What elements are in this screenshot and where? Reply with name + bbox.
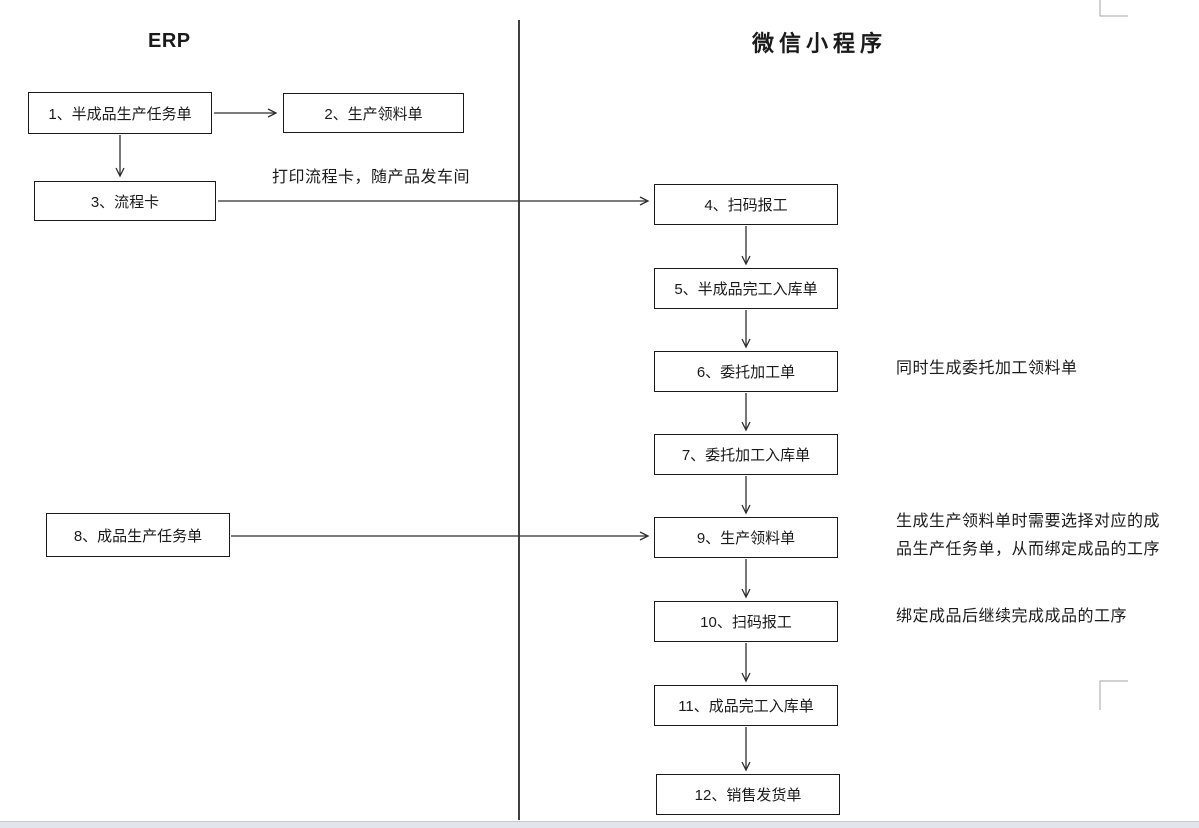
flow-box-9: 9、生产领料单	[654, 517, 838, 558]
edge-label-print-flow-card: 打印流程卡，随产品发车间	[272, 169, 471, 186]
flow-box-7: 7、委托加工入库单	[654, 434, 838, 475]
flow-box-4: 4、扫码报工	[654, 184, 838, 225]
annotation-box6: 同时生成委托加工领料单	[896, 360, 1078, 377]
page-corner-mark-top	[1099, 0, 1128, 17]
flow-box-8-label: 8、成品生产任务单	[73, 527, 203, 545]
flow-box-12-label: 12、销售发货单	[694, 787, 802, 804]
flow-box-6-label: 6、委托加工单	[696, 364, 796, 381]
page-bottom-edge	[0, 821, 1199, 828]
column-title-wechat: 微信小程序	[752, 31, 888, 56]
page-corner-mark-right	[1099, 680, 1128, 710]
flow-box-9-label: 9、生产领料单	[696, 530, 796, 547]
flow-box-6: 6、委托加工单	[654, 351, 838, 392]
flow-box-5-label: 5、半成品完工入库单	[674, 281, 818, 298]
flow-box-2: 2、生产领料单	[283, 93, 464, 133]
annotation-box10: 绑定成品后继续完成成品的工序	[896, 608, 1128, 625]
flow-box-2-label: 2、生产领料单	[324, 105, 423, 123]
flow-box-5: 5、半成品完工入库单	[654, 268, 838, 309]
flow-box-8: 8、成品生产任务单	[46, 513, 230, 557]
flow-box-1-label: 1、半成品生产任务单	[48, 105, 192, 123]
annotation-box9: 生成生产领料单时需要选择对应的成 品生产任务单，从而绑定成品的工序	[896, 513, 1161, 558]
flow-box-12: 12、销售发货单	[656, 774, 840, 815]
flow-box-3-label: 3、流程卡	[90, 193, 160, 211]
flow-box-1: 1、半成品生产任务单	[28, 92, 212, 134]
flow-box-4-label: 4、扫码报工	[704, 197, 788, 214]
flow-box-3: 3、流程卡	[34, 181, 216, 221]
flow-box-7-label: 7、委托加工入库单	[681, 447, 811, 464]
flow-box-10-label: 10、扫码报工	[700, 614, 792, 631]
flow-box-10: 10、扫码报工	[654, 601, 838, 642]
flow-box-11-label: 11、成品完工入库单	[678, 698, 814, 715]
column-title-erp: ERP	[148, 30, 191, 52]
flow-box-11: 11、成品完工入库单	[654, 685, 838, 726]
